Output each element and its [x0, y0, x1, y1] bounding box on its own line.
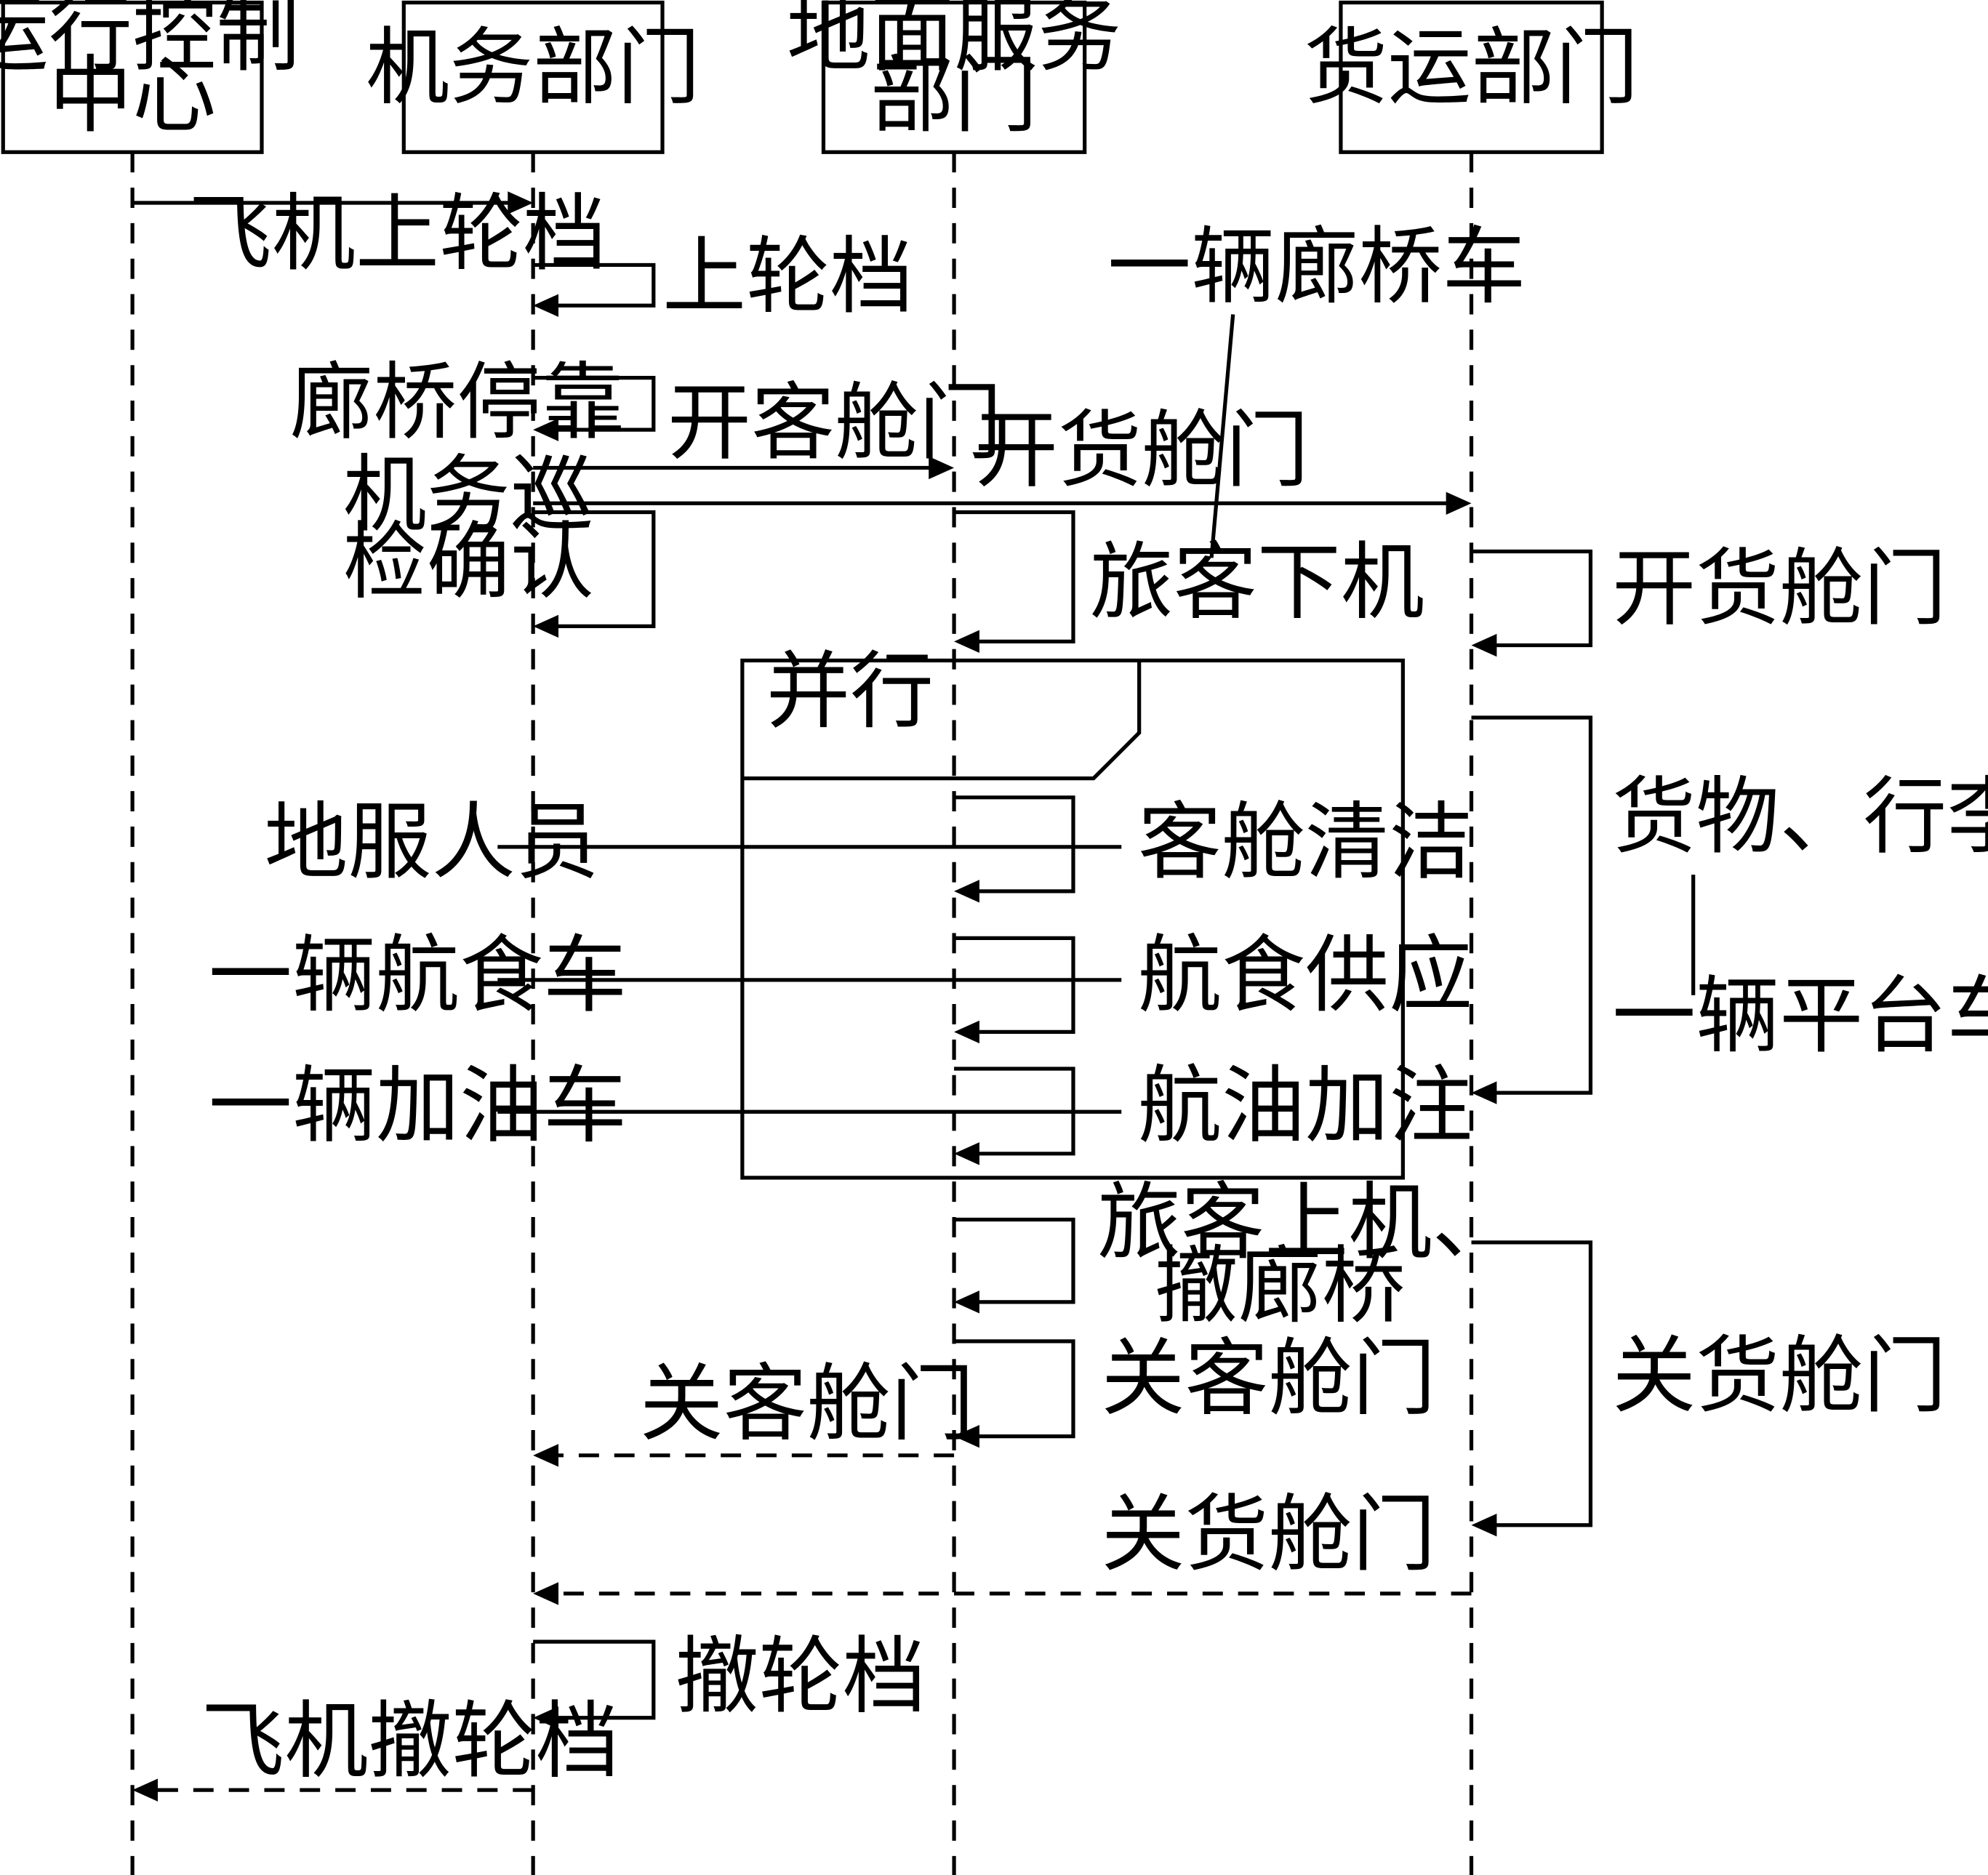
label-open-cargo-door-call: 开货舱门: [974, 402, 1309, 499]
cargo-label: 货运部门: [1304, 20, 1638, 117]
label-fueling: 航油加注: [1138, 1058, 1472, 1155]
label-deplane: 旅客下机: [1090, 534, 1424, 631]
label-open-cargo-door-self: 开货舱门: [1612, 540, 1947, 638]
fragment-label: 并行: [766, 643, 934, 740]
ops-center-label-line2: 中心: [49, 47, 216, 145]
label-bridge-vehicle: 一辆廊桥车: [1107, 218, 1526, 316]
label-chock-on-notice: 飞机上轮档: [188, 185, 606, 283]
msg-inspection: 机务巡 检确认: [343, 446, 656, 638]
label-catering-truck: 一辆航食车: [209, 927, 627, 1024]
ground-service-label-line2: 部门: [870, 47, 1038, 145]
msg-chock-off: 撤轮档: [533, 1628, 926, 1730]
label-cargo-loading: 货物、行李装卸: [1612, 768, 1988, 866]
label-catering: 航食供应: [1138, 927, 1472, 1024]
par-fragment: 并行: [740, 643, 1405, 1180]
label-inspection-line1: 机务巡: [343, 446, 594, 544]
msg-close-pax-door-reply: 关客舱门: [533, 1355, 974, 1467]
label-ground-staff: 地服人员: [264, 794, 598, 891]
msg-close-pax-door-self: 关客舱门: [954, 1330, 1436, 1448]
label-close-cargo-door-reply: 关货舱门: [1101, 1486, 1435, 1583]
label-inspection-line2: 检确认: [343, 514, 594, 611]
participant-ground-service: 地面服务 部门: [787, 0, 1121, 154]
ops-center-label-line1: 运行控制: [0, 0, 300, 84]
ground-service-label-line1: 地面服务: [787, 0, 1121, 84]
msg-open-pax-door: 开客舱门: [533, 374, 1002, 480]
annotation-bridge-vehicle: 一辆廊桥车: [1107, 218, 1526, 558]
label-chock-on: 上轮档: [662, 228, 913, 326]
msg-fueling: 一辆加油车 航油加注: [209, 1058, 1472, 1165]
label-close-pax-door-reply: 关客舱门: [640, 1355, 974, 1453]
msg-catering: 一辆航食车 航食供应: [209, 927, 1472, 1044]
msg-close-cargo-door-reply: 关货舱门: [533, 1486, 1472, 1605]
msg-bridge-dock: 廊桥停靠: [289, 354, 656, 451]
participant-ops-center: 运行控制 中心: [0, 0, 300, 154]
msg-deplane: 旅客下机: [954, 510, 1424, 654]
participant-cargo: 货运部门: [1304, 0, 1639, 154]
msg-chock-on-notice: 飞机上轮档: [132, 185, 606, 283]
msg-cabin-cleaning: 地服人员 客舱清洁: [264, 794, 1472, 903]
participant-maintenance: 机务部门: [366, 0, 700, 154]
msg-cargo-loading: 货物、行李装卸 一辆平台车: [1471, 715, 1988, 1104]
label-chock-off: 撤轮档: [675, 1628, 926, 1725]
label-boarding-line1: 旅客上机、: [1097, 1174, 1515, 1272]
label-close-cargo-door-self: 关货舱门: [1612, 1328, 1947, 1425]
label-platform-truck: 一辆平台车: [1612, 968, 1988, 1065]
msg-chock-off-notice: 飞机撤轮档: [132, 1693, 620, 1802]
maintenance-label: 机务部门: [366, 20, 700, 117]
label-open-pax-door: 开客舱门: [668, 374, 1002, 472]
label-close-pax-door-self: 关客舱门: [1101, 1330, 1435, 1428]
msg-boarding: 旅客上机、 撤廊桥: [954, 1174, 1516, 1335]
msg-open-cargo-door-call: 开货舱门: [533, 402, 1472, 515]
label-bridge-dock: 廊桥停靠: [289, 354, 624, 451]
label-cabin-cleaning: 客舱清洁: [1138, 794, 1472, 891]
label-boarding-line2: 撤廊桥: [1155, 1237, 1406, 1335]
msg-close-cargo-door-self: 关货舱门: [1471, 1240, 1947, 1537]
msg-open-cargo-door-self: 开货舱门: [1471, 540, 1947, 657]
label-fuel-truck: 一辆加油车: [209, 1058, 627, 1155]
label-chock-off-notice: 飞机撤轮档: [201, 1693, 619, 1790]
msg-chock-on: 上轮档: [533, 228, 913, 326]
